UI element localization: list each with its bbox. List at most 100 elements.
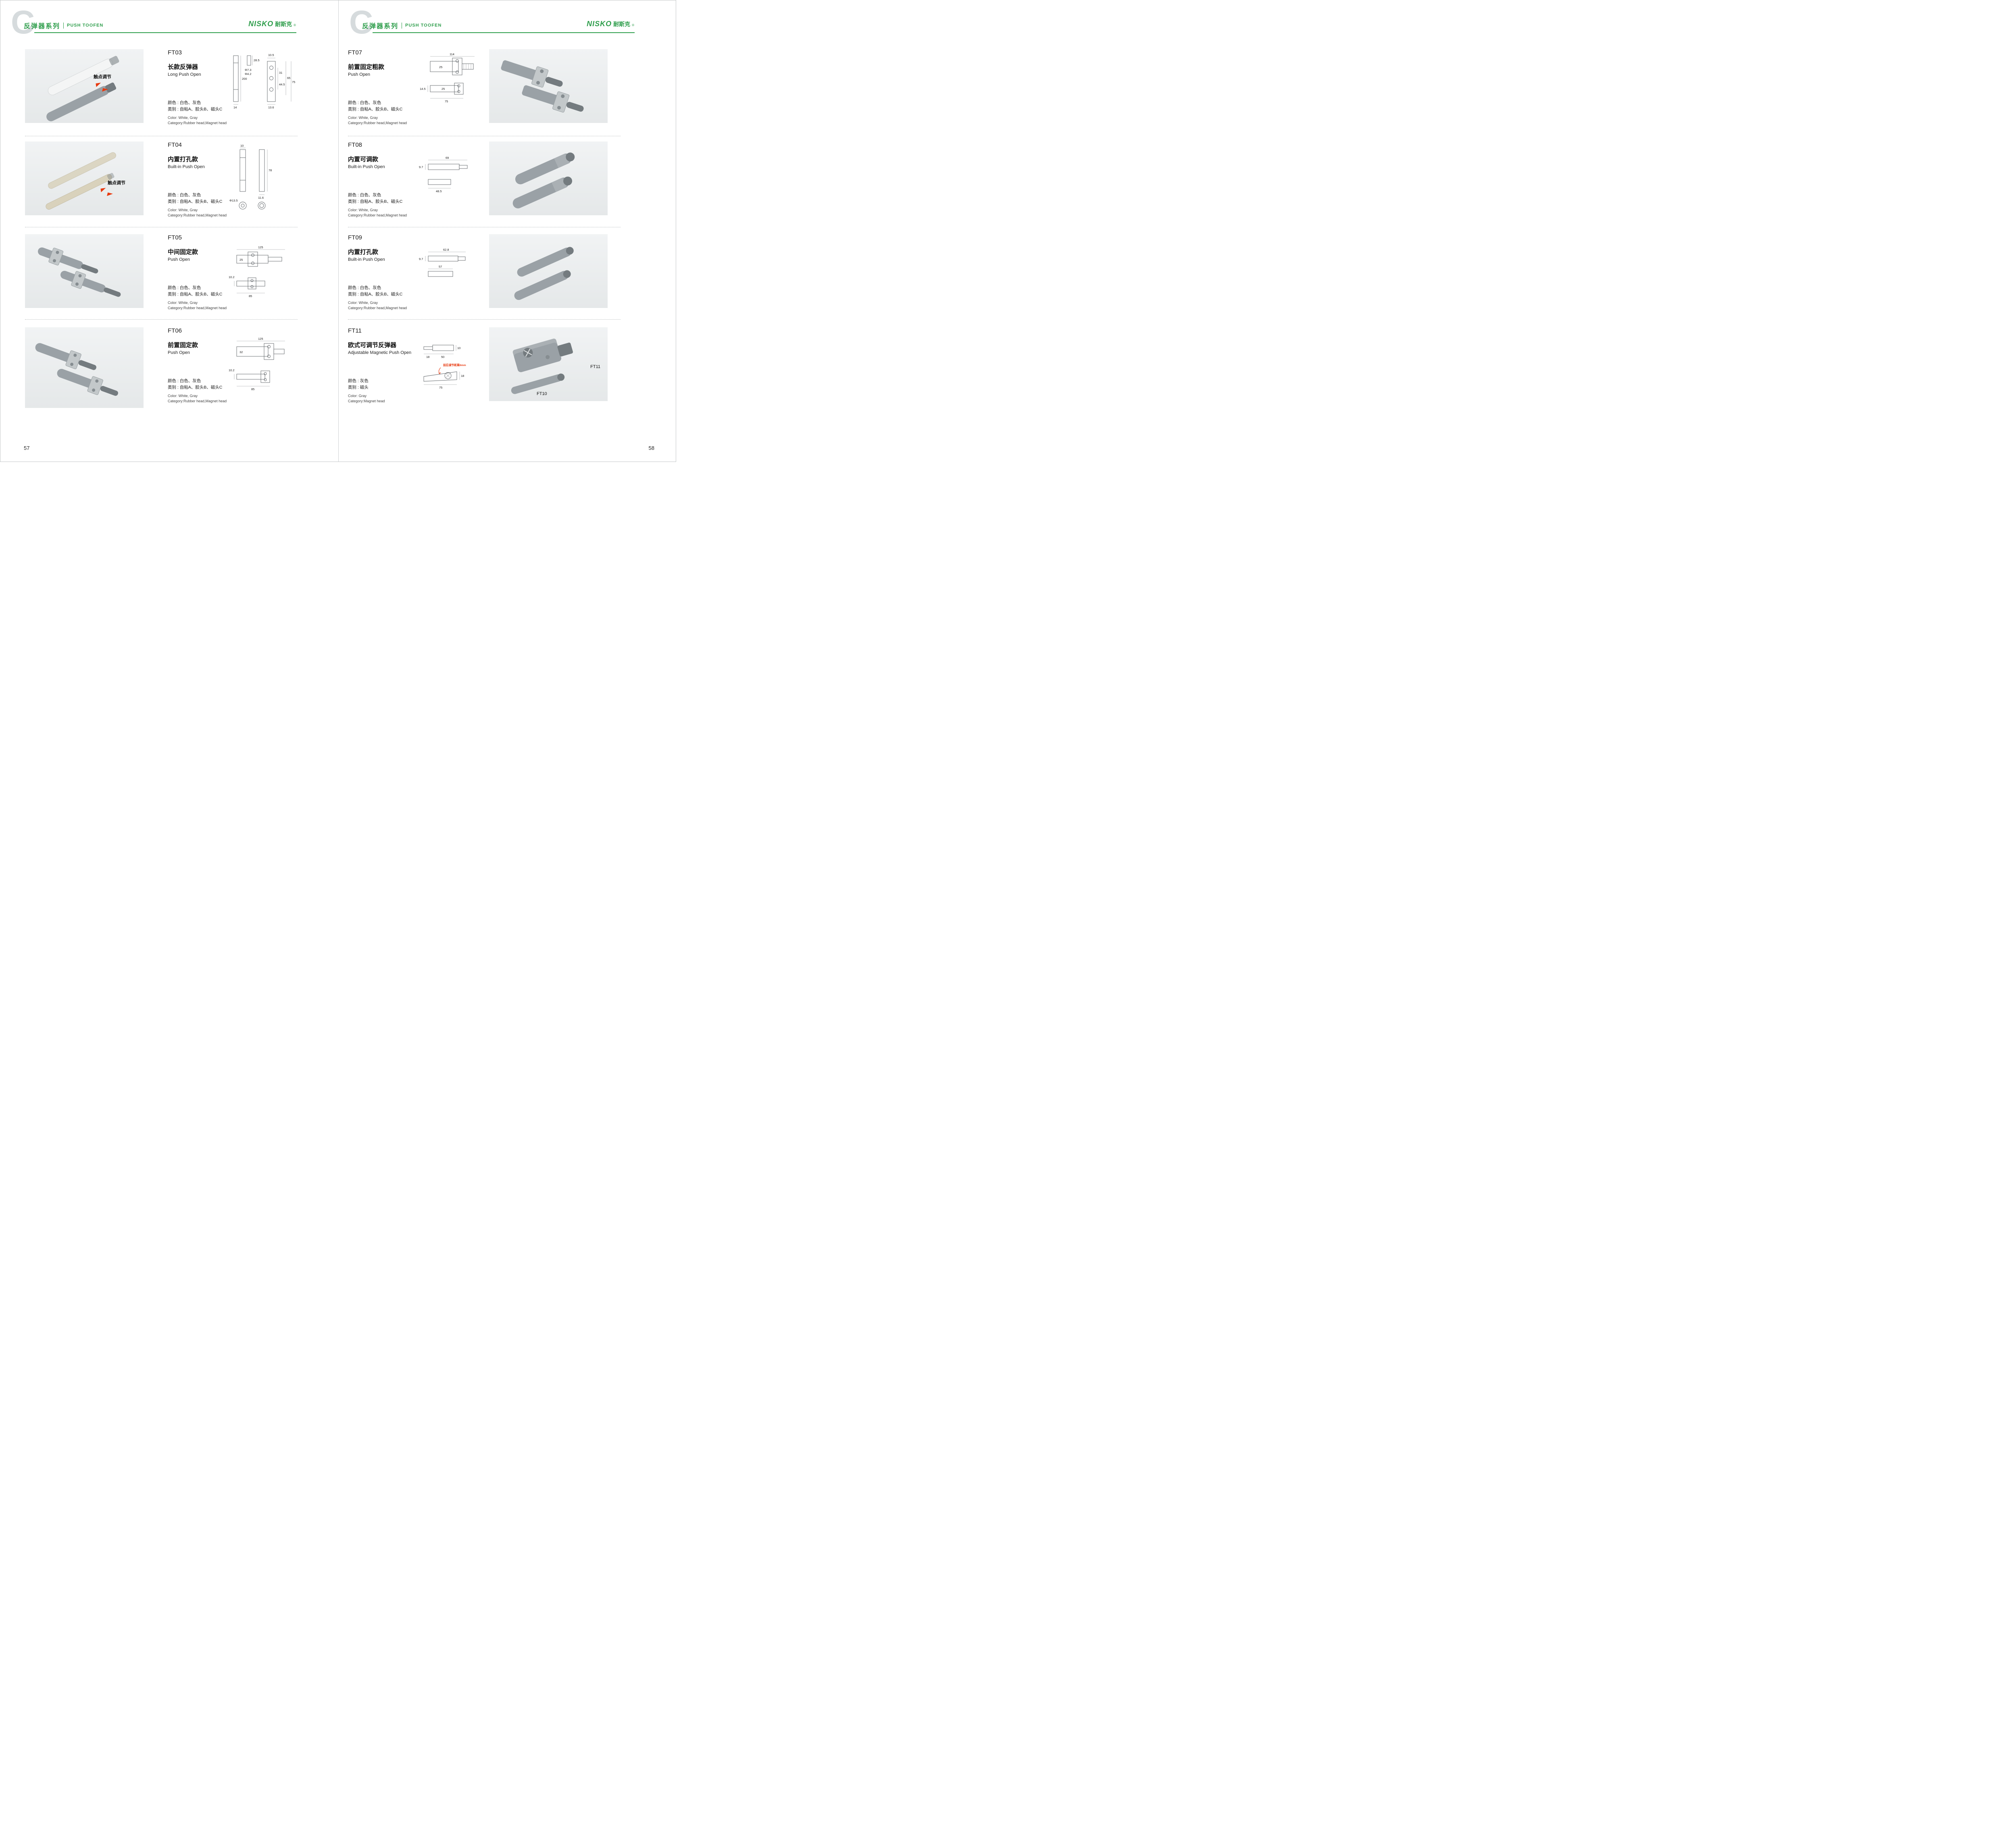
product-model: FT05 xyxy=(168,234,182,241)
product-photo-ft07 xyxy=(489,49,608,123)
product-model: FT11 xyxy=(348,327,362,334)
product-photo-ft06 xyxy=(25,327,144,408)
product-name-en: Built-in Push Open xyxy=(168,164,205,169)
spec-type-en: Category:Rubber head,Magnet head xyxy=(348,213,407,218)
product-name-cn: 内置打孔款 xyxy=(168,156,198,163)
product-model: FT04 xyxy=(168,141,182,148)
product-info-ft05: FT05 中间固定款 Push Open 颜色 : 白色、灰色 类别 : 自粘A… xyxy=(168,234,240,311)
product-row-ft09: FT09 内置打孔款 Built-in Push Open 颜色 : 白色、灰色… xyxy=(339,234,676,322)
product-model: FT08 xyxy=(348,141,362,148)
dim: 10 xyxy=(457,346,460,350)
product-photo-ft08 xyxy=(489,141,608,215)
product-name-cn: 前置固定粗款 xyxy=(348,64,385,71)
dim: 125 xyxy=(258,245,263,249)
tech-drawing-ft05: 125 25 10.2 85 xyxy=(229,245,285,298)
tech-drawing-ft09: 62.8 9.7 57 xyxy=(419,248,466,277)
dim: 25 xyxy=(439,65,442,69)
product-specs: 颜色 : 白色、灰色 类别 : 自粘A、胶头B、磁头C Color: White… xyxy=(168,285,240,311)
spec-color-en: Color: Gray xyxy=(348,393,367,398)
dim: 75 xyxy=(292,80,295,84)
product-name-cn: 中间固定款 xyxy=(168,249,198,256)
page-number: 58 xyxy=(648,445,654,451)
spec-color-en: Color: White, Gray xyxy=(168,208,198,212)
product-row-ft06: FT06 前置固定款 Push Open 颜色 : 白色、灰色 类别 : 自粘A… xyxy=(0,327,338,415)
series-header: 反弹器系列 PUSH TOOFEN xyxy=(362,21,442,30)
spec-type-en: Category:Rubber head,Magnet head xyxy=(168,213,227,218)
dim: 75 xyxy=(445,100,448,103)
product-name-en: Built-in Push Open xyxy=(348,257,385,262)
dim: Φ7.3 xyxy=(245,68,251,72)
product-info-ft07: FT07 前置固定粗款 Push Open 颜色 : 白色、灰色 类别 : 自粘… xyxy=(348,49,421,126)
dim: 11.6 xyxy=(258,196,264,200)
spec-color-cn: 颜色 : 白色、灰色 xyxy=(168,193,201,198)
tech-drawing-ft08: 69 9.7 48.5 xyxy=(419,156,468,193)
dim: 10.2 xyxy=(229,368,235,372)
product-info-ft11: FT11 欧式可调节反弹器 Adjustable Magnetic Push O… xyxy=(348,327,421,404)
page-gutter xyxy=(338,0,339,462)
product-specs: 颜色 : 白色、灰色 类别 : 自粘A、胶头B、磁头C Color: White… xyxy=(348,285,421,311)
dim: 200 xyxy=(242,77,247,81)
dim: 75 xyxy=(439,386,442,389)
row-separator xyxy=(348,319,621,320)
spec-type-en: Category:Rubber head,Magnet head xyxy=(168,121,227,125)
product-info-ft03: FT03 长款反弹器 Long Push Open 颜色 : 白色、灰色 类别 … xyxy=(168,49,240,126)
product-model: FT06 xyxy=(168,327,182,334)
tech-drawing-ft07: 114 25 14.5 25 75 xyxy=(420,52,475,103)
dim: 62.8 xyxy=(443,248,449,252)
product-specs: 颜色 : 白色、灰色 类别 : 自粘A、胶头B、磁头C Color: White… xyxy=(348,100,421,126)
product-photo-ft05 xyxy=(25,234,144,308)
product-photo-ft03: 触点调节 xyxy=(25,49,144,123)
ft11-product-illustration xyxy=(511,338,573,394)
dim: 48.5 xyxy=(436,189,442,193)
product-name-en: Long Push Open xyxy=(168,72,201,77)
spec-color-en: Color: White, Gray xyxy=(168,393,198,398)
c-watermark: C xyxy=(11,4,35,41)
ft10-photo-label: FT10 xyxy=(537,391,547,396)
spec-type-cn: 类别 : 自粘A、胶头B、磁头C xyxy=(168,199,223,204)
dim: 18 xyxy=(461,374,464,378)
dim: 31 xyxy=(279,71,282,75)
product-row-ft05: FT05 中间固定款 Push Open 颜色 : 白色、灰色 类别 : 自粘A… xyxy=(0,234,338,322)
product-row-ft08: FT08 内置可调款 Built-in Push Open 颜色 : 白色、灰色… xyxy=(339,141,676,229)
product-info-ft09: FT09 内置打孔款 Built-in Push Open 颜色 : 白色、灰色… xyxy=(348,234,421,311)
dim: 44.5 xyxy=(279,83,285,86)
dim: 28.5 xyxy=(254,58,260,62)
brand-registered-mark: ® xyxy=(632,23,634,27)
product-specs: 颜色 : 灰色 类别 : 磁头 Color: Gray Category:Mag… xyxy=(348,378,421,404)
tech-drawing-ft04: 10 78 11.6 Φ13.5 xyxy=(229,144,272,210)
page-number: 57 xyxy=(24,445,30,451)
spec-type-cn: 类别 : 自粘A、胶头B、磁头C xyxy=(168,385,223,390)
dim: 10 xyxy=(240,144,244,148)
product-row-ft04: 触点调节 FT04 内置打孔款 Built-in Push Open 颜色 : … xyxy=(0,141,338,229)
spec-color-en: Color: White, Gray xyxy=(348,115,378,120)
dim: 85 xyxy=(249,294,252,298)
ft04-product-illustration xyxy=(46,152,116,210)
dim: 10.5 xyxy=(268,53,274,57)
tech-drawing-ft11: 10 18 50 前后调节距离6mm 18 75 xyxy=(423,345,466,389)
product-info-ft06: FT06 前置固定款 Push Open 颜色 : 白色、灰色 类别 : 自粘A… xyxy=(168,327,240,404)
product-model: FT07 xyxy=(348,49,362,56)
product-name-cn: 内置可调款 xyxy=(348,156,379,163)
product-row-ft07: FT07 前置固定粗款 Push Open 颜色 : 白色、灰色 类别 : 自粘… xyxy=(339,49,676,137)
spec-color-cn: 颜色 : 白色、灰色 xyxy=(168,285,201,290)
c-watermark: C xyxy=(349,4,373,41)
dim: Φ13.5 xyxy=(229,199,238,202)
spec-color-cn: 颜色 : 灰色 xyxy=(348,379,369,383)
spec-color-cn: 颜色 : 白色、灰色 xyxy=(168,379,201,383)
tech-drawing-ft03: 200 14 28.5 Φ7.3 Φ4.2 10.5 31 44.5 13 xyxy=(233,53,295,109)
product-name-en: Push Open xyxy=(168,350,190,355)
spec-type-cn: 类别 : 自粘A、胶头B、磁头C xyxy=(348,107,403,112)
spec-type-en: Category:Rubber head,Magnet head xyxy=(168,306,227,310)
spec-type-cn: 类别 : 自粘A、胶头B、磁头C xyxy=(168,292,223,297)
spec-color-en: Color: White, Gray xyxy=(348,300,378,305)
dim: 25 xyxy=(442,87,445,91)
spec-color-cn: 颜色 : 白色、灰色 xyxy=(348,285,381,290)
ft07-product-illustration xyxy=(501,60,584,113)
dim: 65 xyxy=(287,76,290,80)
spec-color-en: Color: White, Gray xyxy=(168,300,198,305)
dim: 25 xyxy=(240,258,243,262)
product-name-en: Push Open xyxy=(168,257,190,262)
product-row-ft11: FT11 欧式可调节反弹器 Adjustable Magnetic Push O… xyxy=(339,327,676,415)
dim: 32 xyxy=(240,350,243,354)
dim: 114 xyxy=(450,52,454,56)
